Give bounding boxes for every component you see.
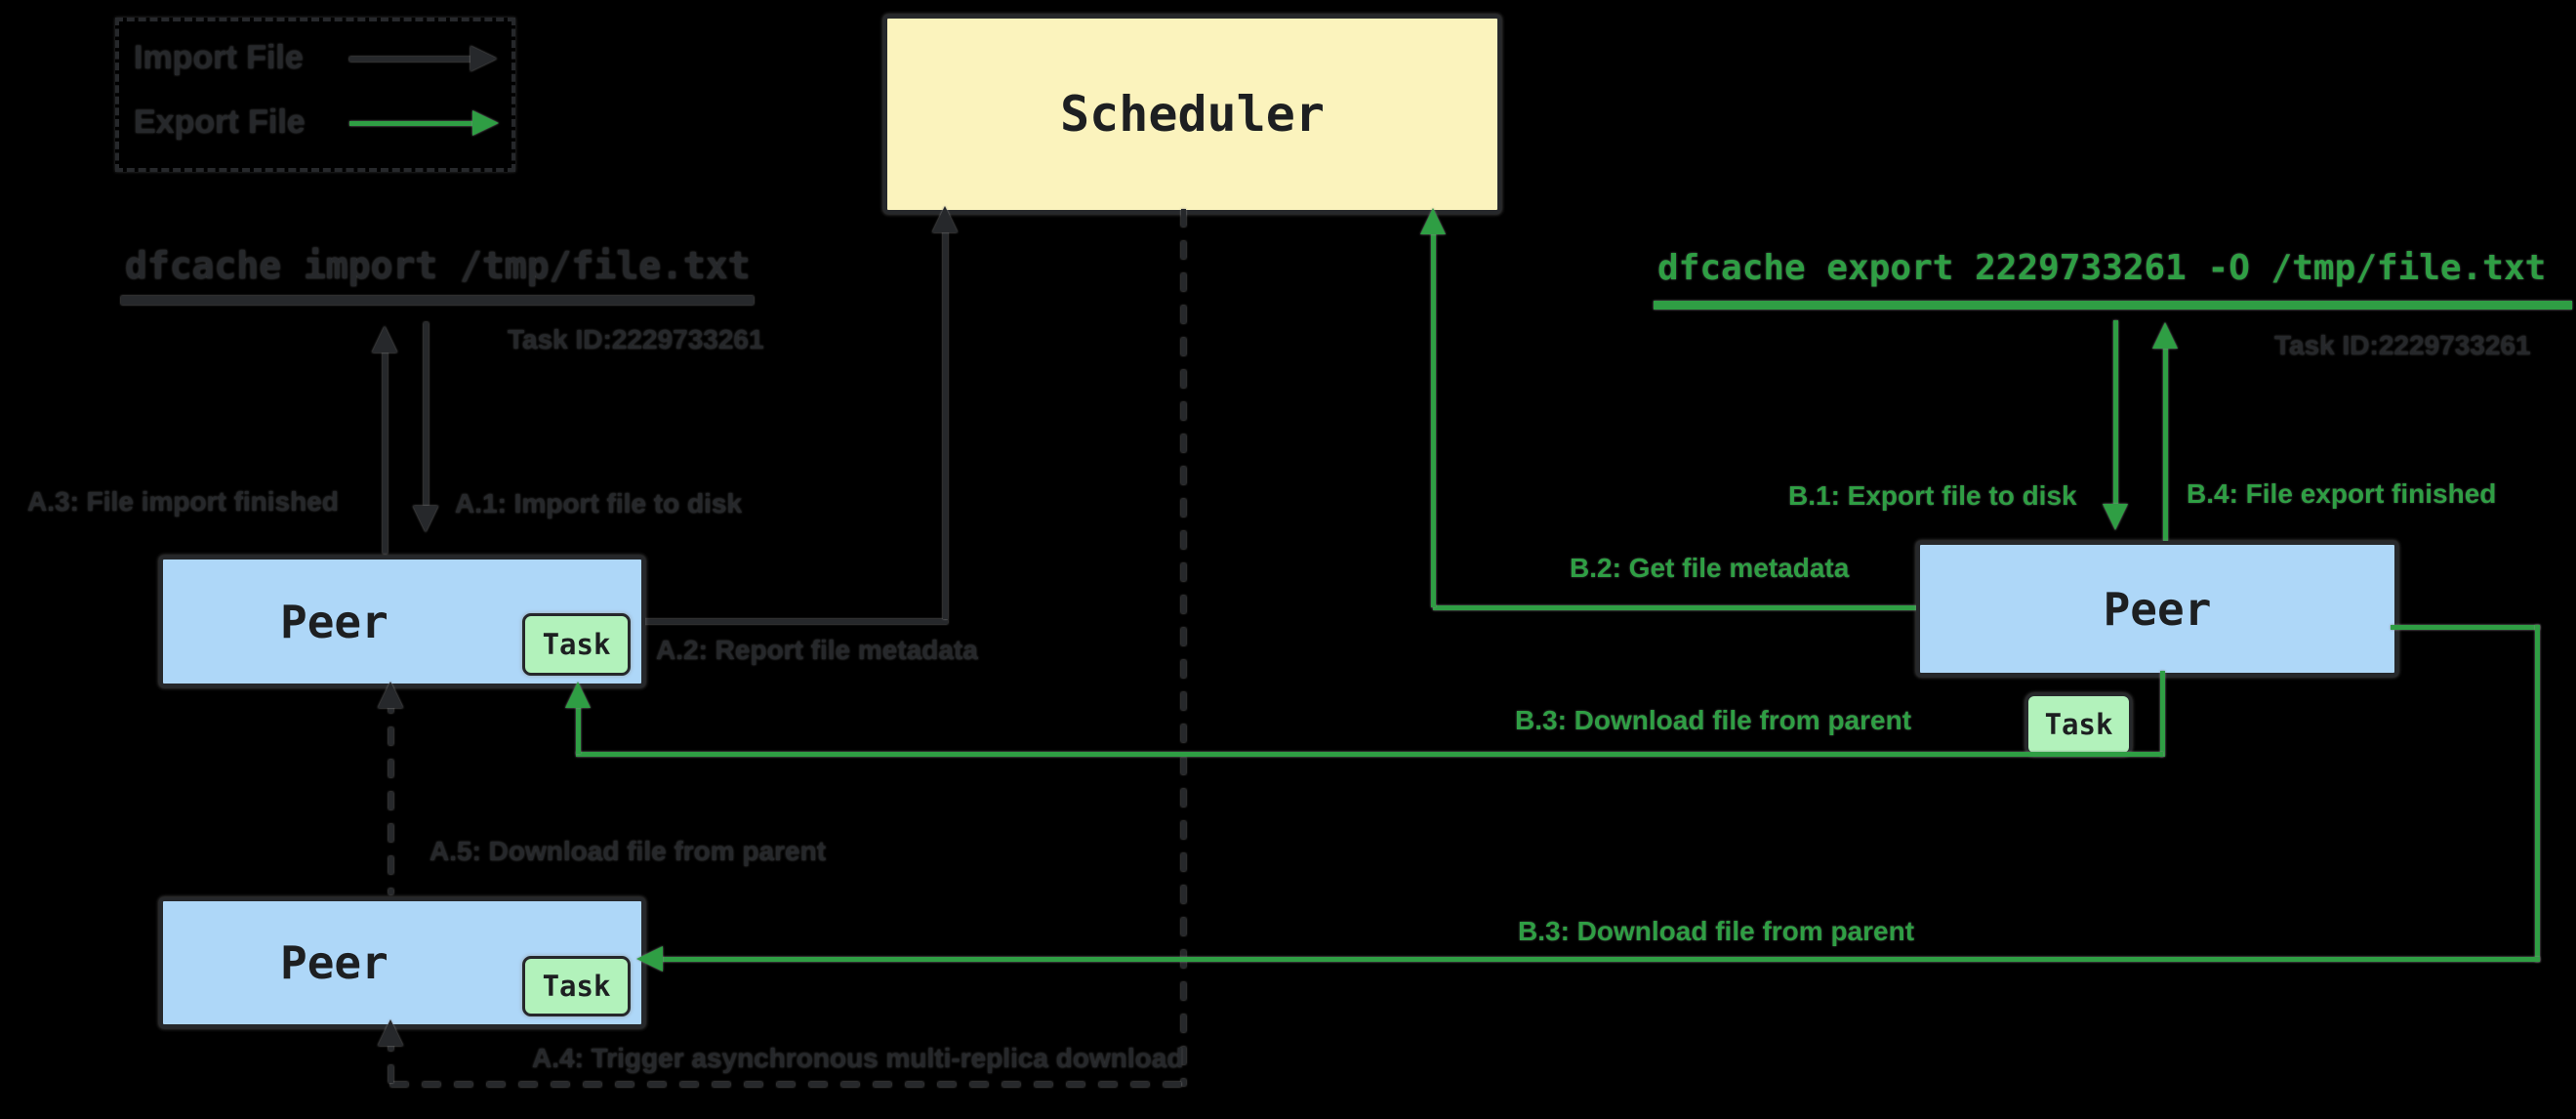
step-label-b3-bottom: B.3: Download file from parent	[1518, 916, 1915, 946]
arrow-b3-bottom-line-h-start	[2391, 625, 2540, 630]
import-command: dfcache import /tmp/file.txt	[125, 244, 751, 287]
step-label-b3-top: B.3: Download file from parent	[1515, 705, 1912, 735]
task-chip-right: Task	[2025, 693, 2132, 756]
arrow-b4-arrowhead-icon	[2152, 322, 2178, 349]
arrow-b2-line-v	[1431, 232, 1436, 607]
arrow-b3-bottom-line-v	[2535, 625, 2540, 962]
step-label-a1: A.1: Import file to disk	[455, 488, 743, 518]
scheduler-label: Scheduler	[1060, 86, 1325, 143]
arrow-b3-top-arrowhead-icon	[565, 682, 591, 708]
step-label-a5: A.5: Download file from parent	[429, 836, 827, 866]
import-task-id: Task ID:2229733261	[508, 324, 764, 354]
step-label-a4: A.4: Trigger asynchronous multi-replica …	[532, 1043, 1184, 1073]
legend-box	[115, 18, 515, 172]
legend-import-arrow-line	[349, 57, 472, 62]
task-top-left-label: Task	[542, 628, 611, 661]
arrow-a2-line-h	[637, 619, 948, 624]
legend-export-arrowhead-icon	[472, 110, 499, 136]
arrow-b3-top-line-v-start	[2160, 671, 2165, 757]
step-label-a2: A.2: Report file metadata	[656, 635, 978, 665]
export-task-id: Task ID:2229733261	[2274, 330, 2531, 360]
export-command-underline	[1654, 301, 2572, 310]
arrow-b1-line	[2113, 320, 2118, 506]
arrow-a1-line	[424, 322, 429, 506]
arrow-b3-bottom-arrowhead-icon	[636, 946, 663, 972]
arrow-b3-bottom-line-h	[656, 957, 2540, 962]
peer-bottom-left-label: Peer	[280, 936, 388, 989]
step-label-b2: B.2: Get file metadata	[1570, 553, 1850, 583]
task-chip-top-left: Task	[522, 613, 631, 676]
step-label-a3: A.3: File import finished	[27, 486, 339, 517]
step-label-b4: B.4: File export finished	[2187, 478, 2497, 509]
arrow-a4-line-v-mid	[1181, 209, 1186, 1086]
arrow-b2-line-h	[1433, 605, 1916, 610]
arrow-a4-line-h	[390, 1082, 1183, 1087]
peer-top-left-label: Peer	[280, 595, 388, 648]
task-right-label: Task	[2044, 708, 2113, 741]
arrow-a5-arrowhead-icon	[378, 682, 403, 708]
legend-export-label: Export File	[134, 104, 306, 141]
peer-right-label: Peer	[2103, 582, 2212, 636]
peer-box-right: Peer	[1916, 541, 2398, 677]
arrow-a3-line	[383, 352, 388, 554]
scheduler-box: Scheduler	[883, 15, 1501, 214]
legend-export-arrow-line	[349, 121, 474, 126]
arrow-b2-arrowhead-icon	[1420, 208, 1446, 234]
arrow-b1-arrowhead-icon	[2103, 504, 2128, 530]
arrow-b4-line	[2163, 348, 2168, 541]
task-chip-bottom-left: Task	[522, 956, 631, 1016]
step-label-b1: B.1: Export file to disk	[1788, 480, 2077, 511]
arrow-a4-arrowhead-icon	[378, 1019, 403, 1046]
arrow-a1-arrowhead-icon	[413, 506, 438, 532]
arrow-a5-line	[388, 695, 393, 894]
export-command: dfcache export 2229733261 -O /tmp/file.t…	[1657, 248, 2547, 288]
task-bottom-left-label: Task	[542, 970, 611, 1003]
arrow-a4-line-v-end	[388, 1033, 393, 1084]
arrow-a2-arrowhead-icon	[932, 206, 958, 232]
import-command-underline	[121, 296, 754, 305]
arrow-a3-arrowhead-icon	[372, 326, 397, 352]
arrow-a2-line-v	[943, 228, 948, 619]
legend-import-arrowhead-icon	[470, 46, 497, 71]
arrow-b3-top-line-h	[576, 752, 2163, 757]
legend-import-label: Import File	[134, 39, 304, 76]
arrow-b3-top-line-v-end	[576, 697, 581, 754]
